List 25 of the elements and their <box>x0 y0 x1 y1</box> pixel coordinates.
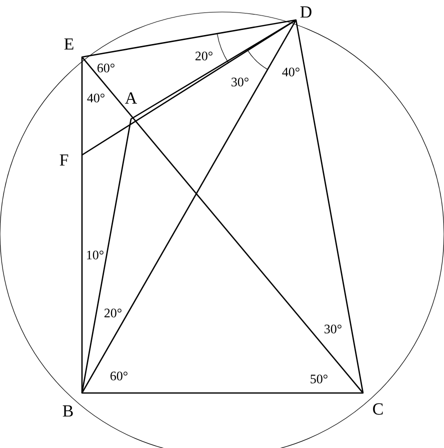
point-label: B <box>62 405 73 417</box>
point-label: F <box>60 154 68 166</box>
point-label: D <box>300 6 312 18</box>
angle-label: 60° <box>110 372 128 380</box>
angle-label: 30° <box>232 78 248 86</box>
segment <box>82 19 296 58</box>
segment <box>81 56 83 156</box>
segment <box>81 154 83 394</box>
angle-label: 60° <box>98 64 114 72</box>
segment <box>81 20 297 394</box>
point-label: A <box>125 92 137 104</box>
point-label: E <box>64 38 74 50</box>
angle-label: 40° <box>87 94 104 102</box>
point-label: C <box>373 403 383 415</box>
segment <box>82 56 364 394</box>
segment <box>81 118 132 394</box>
angle-label: 20° <box>196 52 212 60</box>
segment <box>295 20 364 394</box>
segment <box>82 392 364 394</box>
angle-label: 20° <box>104 308 122 318</box>
angle-label: 30° <box>324 324 342 334</box>
angle-label: 10° <box>87 250 104 260</box>
segment <box>82 19 296 156</box>
angle-label: 40° <box>282 68 300 76</box>
angle-label: 50° <box>310 374 328 384</box>
